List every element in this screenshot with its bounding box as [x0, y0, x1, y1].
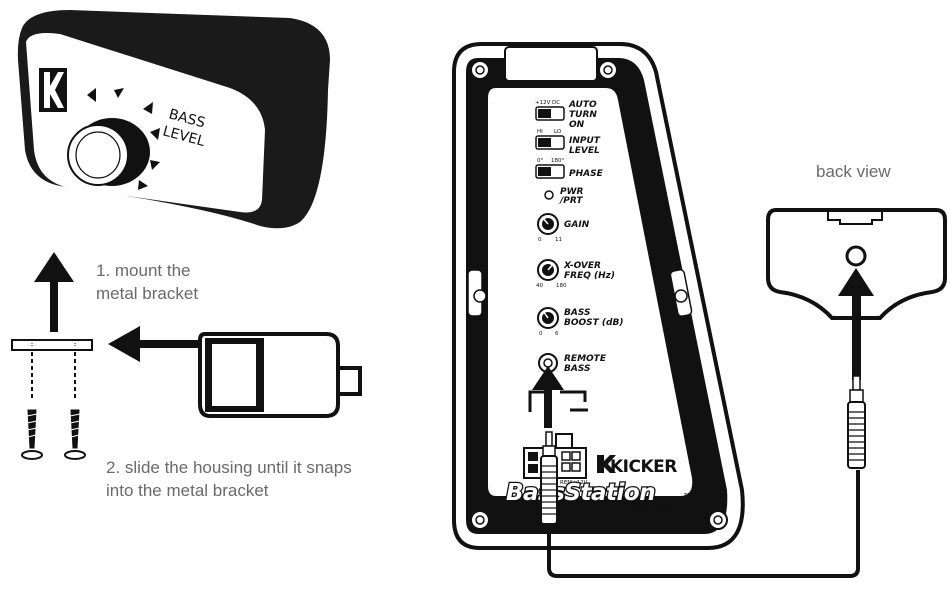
gain-knob[interactable]	[537, 213, 559, 235]
kicker-brand: KICKER	[597, 455, 678, 477]
level-label: LEVEL	[569, 146, 600, 156]
bass-boost-max: 6	[555, 331, 559, 337]
turn-label: TURN	[569, 110, 597, 120]
pwr-prt-led	[544, 190, 554, 200]
level-tick-marks	[87, 88, 160, 190]
kicker-brand-text: KICKER	[610, 457, 677, 477]
bass-boost-label2: BOOST (dB)	[564, 318, 623, 328]
xover-max: 180	[556, 283, 567, 289]
fuse-holder	[528, 390, 588, 412]
mount-up-arrow	[34, 252, 74, 332]
input-level-switch[interactable]: HI LO	[535, 129, 565, 150]
auto-turn-on-switch[interactable]: +12V DC	[535, 100, 565, 121]
connector-rem-label: REM	[560, 480, 572, 486]
mounting-screws	[21, 352, 86, 460]
center-cable-plug	[540, 431, 558, 525]
right-cable-plug	[847, 375, 866, 469]
xover-label: X-OVER	[563, 261, 601, 271]
auto-turn-on-scale-left: +12V	[535, 100, 551, 106]
panel-screw-holes	[470, 60, 728, 530]
bass-boost-label1: BASS	[564, 308, 590, 318]
freq-label: FREQ (Hz)	[564, 271, 615, 281]
step-1-line2: metal bracket	[96, 284, 198, 303]
xover-min: 40	[536, 283, 543, 289]
phase-scale-right: 180°	[551, 158, 564, 164]
on-label: ON	[569, 120, 585, 130]
slide-left-arrow	[108, 326, 200, 362]
gain-min: 0	[538, 237, 542, 243]
pwr-label: PWR	[560, 187, 584, 197]
step-2-text: 2. slide the housing until it snaps into…	[106, 458, 352, 500]
input-label: INPUT	[569, 136, 601, 146]
step-2-line1: 2. slide the housing until it snaps	[106, 458, 352, 477]
gain-max: 11	[555, 237, 562, 243]
remote-bass-label: BASS	[564, 364, 590, 374]
auto-turn-on-scale-right: DC	[552, 100, 560, 106]
bassstation-product-logo: BassStation	[506, 480, 655, 506]
step-2-line2: into the metal bracket	[106, 481, 269, 500]
made-in-label: Made in China	[628, 503, 671, 510]
metal-bracket	[11, 339, 93, 351]
knob-housing	[198, 332, 362, 418]
remote-label: REMOTE	[564, 354, 607, 364]
knob-unit-back-view	[766, 208, 947, 320]
input-level-scale-right: LO	[554, 129, 562, 135]
connector-12v-label: +12V	[572, 480, 588, 486]
kicker-k-logo	[39, 68, 67, 112]
auto-label: AUTO	[568, 100, 597, 110]
bassstation-panel: +12V DC AUTO TURN ON HI LO INPUT LEVEL 0…	[452, 42, 745, 550]
step-1-line1: 1. mount the	[96, 261, 191, 280]
back-view-label: back view	[816, 162, 891, 181]
bass-level-knob[interactable]	[67, 118, 150, 186]
back-view-insert-arrow	[838, 268, 874, 380]
trademark-label: TM	[683, 493, 692, 499]
xover-knob[interactable]	[537, 259, 559, 281]
phase-label: PHASE	[569, 169, 604, 179]
bass-boost-min: 0	[539, 331, 543, 337]
remote-bass-insert-arrow	[532, 366, 564, 428]
gain-label: GAIN	[564, 220, 590, 230]
input-level-scale-left: HI	[537, 129, 543, 135]
phase-scale-left: 0°	[537, 158, 543, 164]
remote-cable	[547, 470, 860, 578]
step-1-text: 1. mount the metal bracket	[96, 261, 198, 303]
bass-boost-knob[interactable]	[537, 307, 559, 329]
remote-bass-knob-unit: BASS LEVEL	[17, 10, 330, 229]
phase-switch[interactable]: 0° 180°	[535, 158, 565, 179]
back-view-jack[interactable]	[845, 245, 867, 267]
prt-label: /PRT	[559, 196, 583, 206]
